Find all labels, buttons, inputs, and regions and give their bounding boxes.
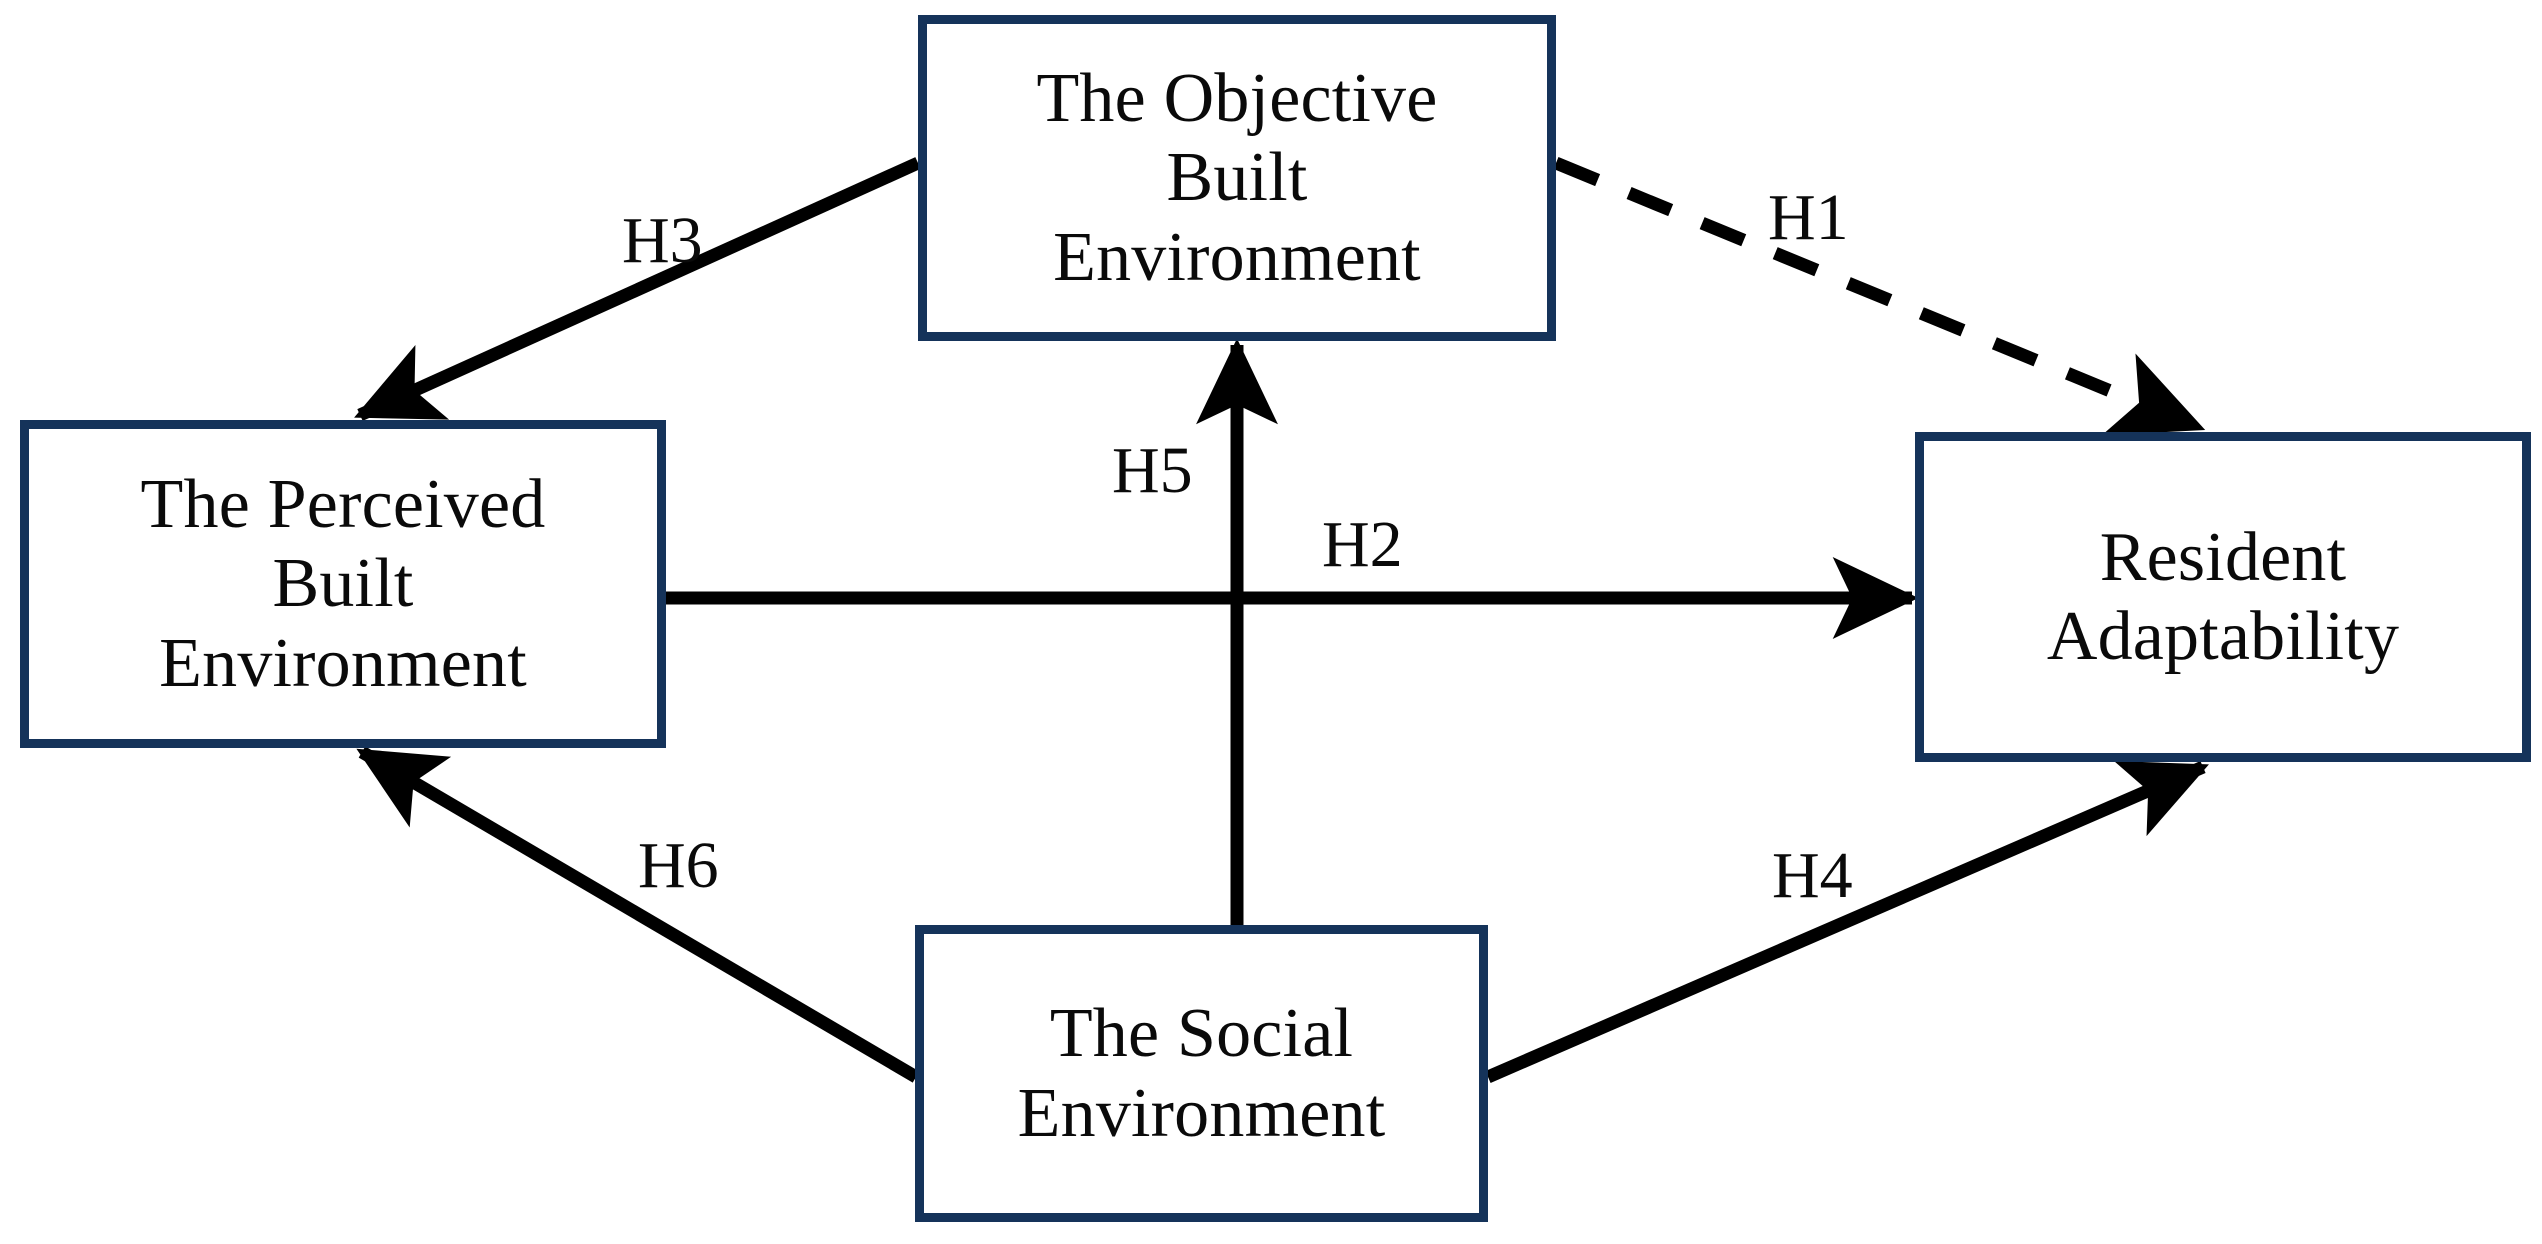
edge-label-h2: H2 xyxy=(1322,508,1403,581)
node-perceived-built-environment[interactable]: The Perceived Built Environment xyxy=(20,420,666,748)
edge-label-h3: H3 xyxy=(622,204,703,277)
node-social-environment[interactable]: The Social Environment xyxy=(915,925,1488,1222)
node-perceived-built-environment-label: The Perceived Built Environment xyxy=(140,466,546,702)
edge-h4-line xyxy=(1485,760,2209,1083)
edge-h6-line xyxy=(356,746,920,1083)
edge-label-h6: H6 xyxy=(638,829,719,902)
edge-label-h1: H1 xyxy=(1768,181,1849,254)
node-social-environment-label: The Social Environment xyxy=(1017,995,1386,1152)
node-resident-adaptability[interactable]: Resident Adaptability xyxy=(1915,432,2531,762)
edge-h3-line xyxy=(354,157,921,421)
edge-label-h5: H5 xyxy=(1112,434,1193,507)
node-resident-adaptability-label: Resident Adaptability xyxy=(2046,518,2400,675)
edge-label-h4: H4 xyxy=(1772,839,1853,912)
node-objective-built-environment-label: The Objective Built Environment xyxy=(1036,60,1438,296)
node-objective-built-environment[interactable]: The Objective Built Environment xyxy=(918,15,1556,341)
edge-h1-line xyxy=(1553,156,2206,436)
